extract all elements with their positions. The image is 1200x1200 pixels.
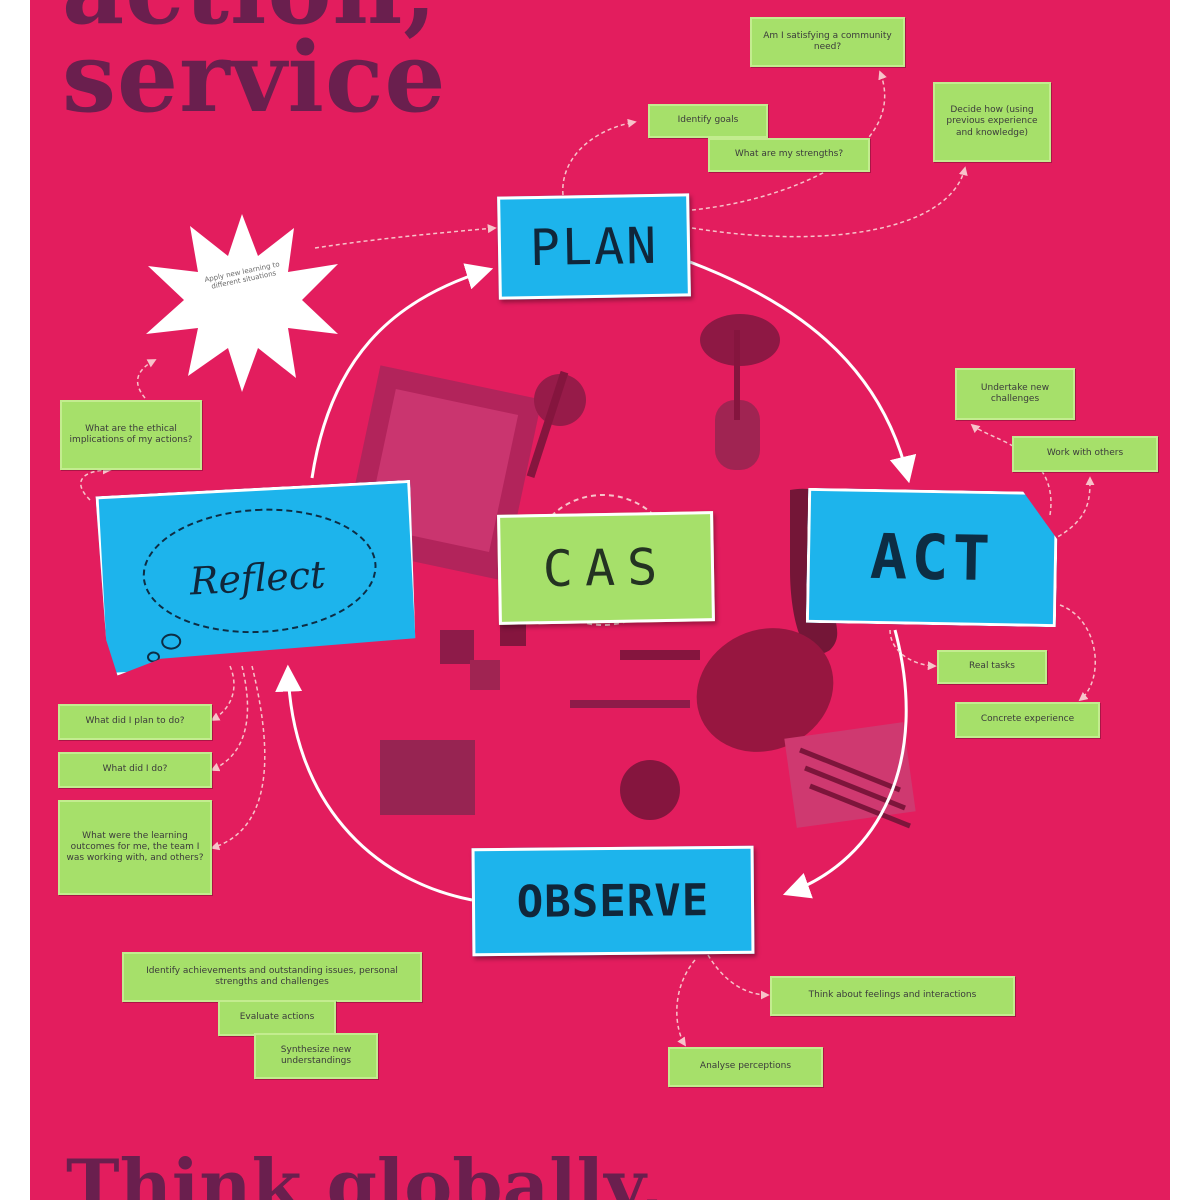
note-work-with-others: Work with others [1012,436,1158,472]
note-analyse-perceptions: Analyse perceptions [668,1047,823,1087]
note-strengths: What are my strengths? [708,138,870,172]
poster-heading-top: action, [62,0,438,38]
poster-heading-bottom: Think globally, [66,1143,665,1200]
center-cas-label: CAS [542,537,670,599]
note-new-challenges: Undertake new challenges [955,368,1075,420]
note-synthesize: Synthesize new understandings [254,1033,378,1079]
note-concrete-experience: Concrete experience [955,702,1100,738]
stage-observe-card: OBSERVE [471,845,755,957]
center-cas-card: CAS [497,511,715,625]
stage-plan-card: PLAN [497,193,691,300]
note-what-did: What did I do? [58,752,212,788]
note-identify-achievements: Identify achievements and outstanding is… [122,952,422,1002]
poster-heading-service: service [62,21,447,134]
note-what-plan: What did I plan to do? [58,704,212,740]
stage-plan-label: PLAN [529,216,659,277]
poster: action, service [30,0,1170,1200]
stage-observe-label: OBSERVE [516,874,710,928]
starburst-shape [146,214,338,392]
thought-bubble-small-icon [147,651,161,663]
note-community-need: Am I satisfying a community need? [750,17,905,67]
note-learning-outcomes: What were the learning outcomes for me, … [58,800,212,895]
stage-reflect-label: Reflect [188,552,327,604]
note-evaluate-actions: Evaluate actions [218,1000,336,1036]
thought-bubble-icon [161,633,182,650]
stage-act-label: ACT [869,519,995,596]
note-ethical-implications: What are the ethical implications of my … [60,400,202,470]
note-feelings-interactions: Think about feelings and interactions [770,976,1015,1016]
note-decide-how: Decide how (using previous experience an… [933,82,1051,162]
stage-act-card: ACT [806,488,1058,627]
note-identify-goals: Identify goals [648,104,768,138]
note-real-tasks: Real tasks [937,650,1047,684]
